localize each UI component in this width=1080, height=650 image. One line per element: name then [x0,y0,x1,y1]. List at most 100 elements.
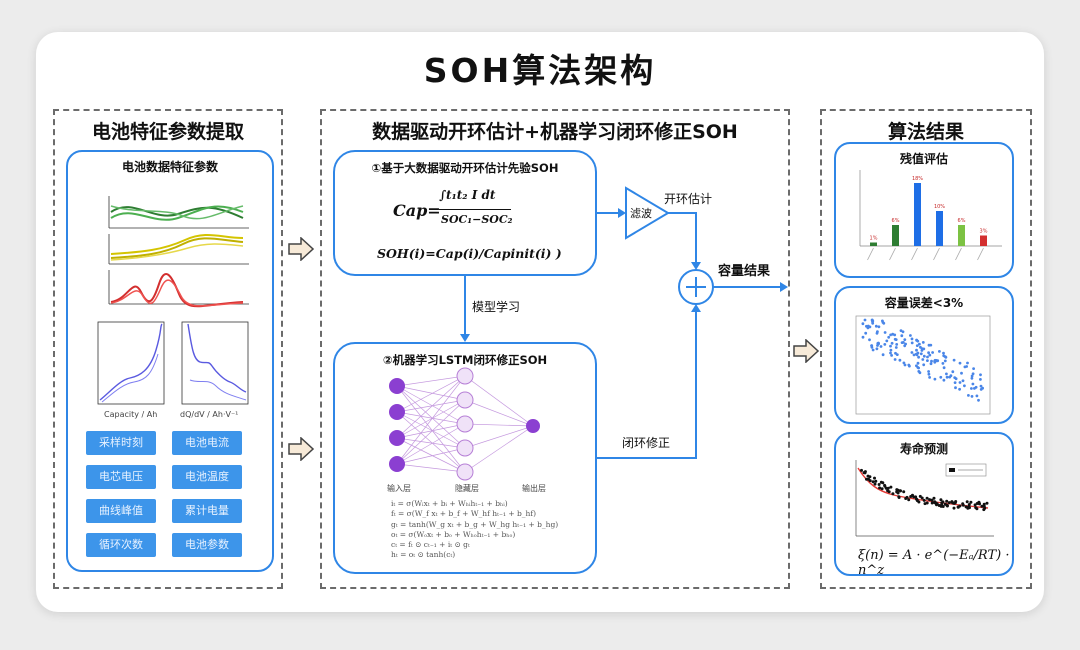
life-data-point [895,490,899,494]
scatter-point [915,339,919,342]
scatter-point [974,385,978,389]
life-data-point [982,502,986,506]
scatter-point [967,394,970,397]
scatter-point [927,343,931,347]
scatter-point [952,358,956,362]
life-data-point [878,486,882,490]
scatter-point [877,341,880,345]
residual-value-title: 残值评估 [899,152,948,166]
residual-bar-label: 10% [934,204,945,210]
life-data-point [902,490,906,494]
life-data-point [961,503,965,507]
scatter-point [944,355,948,359]
scatter-point [958,381,962,384]
scatter-point [970,374,974,378]
life-data-point [922,498,926,502]
scatter-point [920,349,924,352]
scatter-point [941,362,945,365]
scatter-point [936,359,940,363]
life-data-point [980,504,984,508]
capacity-dqdv-charts [97,321,249,405]
scatter-point [864,331,868,335]
voltage-curve-charts [108,196,249,308]
green-curves-chart [108,196,249,229]
life-data-point [897,496,901,499]
dqdv-chart [181,321,249,405]
feature-accumulated-charge: 累计电量 [172,499,242,523]
scatter-point [903,344,907,348]
life-data-point [975,507,979,511]
scatter-point [970,387,973,390]
scatter-point [951,370,955,374]
life-data-point [935,503,938,507]
life-data-point [886,489,890,493]
lstm-equations: iₜ = σ(Wᵢxₜ + bᵢ + Wₕᵢhₜ₋₁ + bₕᵢ) fₜ = σ… [391,499,559,560]
scatter-point [861,335,865,339]
scatter-point [861,322,865,326]
scatter-point [900,334,904,338]
life-data-point [877,483,881,486]
life-data-point [945,499,949,503]
scatter-point [883,331,887,334]
scatter-point [939,375,943,379]
output-layer-label: 输出层 [522,484,546,493]
life-data-point [943,502,947,506]
open-loop-label: 开环估计 [664,192,713,206]
cap-formula-denominator: SOC₁−SOC₂ [441,213,513,226]
cap-formula-numerator: ∫t₁t₂ I dt [439,188,496,202]
scatter-point [889,348,893,352]
scatter-point [928,376,931,379]
life-data-point [933,501,937,505]
scatter-point [893,358,897,361]
life-data-point [983,506,987,510]
scatter-point [903,363,907,367]
life-data-point [953,501,957,505]
feature-battery-temperature: 电池温度 [172,465,242,489]
scatter-point [910,341,914,345]
residual-bar [958,225,965,246]
page-title: SOH算法架构 [423,51,657,90]
scatter-point [876,330,879,334]
capacity-chart [97,321,165,405]
capacity-error-scatter [855,315,991,415]
scatter-point [972,367,975,370]
scatter-point [875,347,879,351]
scatter-point [901,330,905,334]
life-data-point [915,499,919,503]
filter-label: 滤波 [630,207,652,220]
residual-bar [936,211,943,246]
life-data-point [868,479,872,483]
life-data-point [940,503,944,507]
capacity-error-box: 容量误差<3% [834,286,1014,424]
scatter-point [960,371,963,375]
life-data-point [862,471,866,475]
cap-formula-lhs: Cap= [393,201,441,220]
life-data-point [881,481,885,485]
feature-extraction-panel: 电池特征参数提取 [53,109,283,589]
residual-bar-chart: 1%6%18%10%6%3% [859,170,1002,261]
scatter-point [903,338,907,341]
residual-tick-label [933,247,940,261]
life-data-point [883,483,887,487]
scatter-point [949,374,953,378]
hollow-arrow-icon [288,437,314,461]
scatter-point [942,351,945,355]
life-data-point [964,505,968,509]
scatter-point [979,378,982,381]
scatter-point [874,324,878,328]
life-data-point [920,496,924,500]
residual-bar-label: 18% [912,176,923,182]
closed-loop-correction-title: ②机器学习LSTM闭环修正SOH [382,353,548,367]
life-prediction-chart [855,460,994,537]
scatter-point [889,344,892,348]
scatter-point [863,318,867,322]
scatter-point [921,358,925,361]
scatter-point [902,361,906,365]
residual-bar-label: 6% [892,218,900,224]
scatter-point [953,376,957,379]
life-prediction-box: 寿命预测 ξ(n) = A · e^(−Eₐ/RT) · n^z [834,432,1014,578]
flow-connectors [460,186,788,459]
life-data-point [873,476,876,480]
scatter-point [922,363,926,367]
life-data-point [930,498,934,502]
